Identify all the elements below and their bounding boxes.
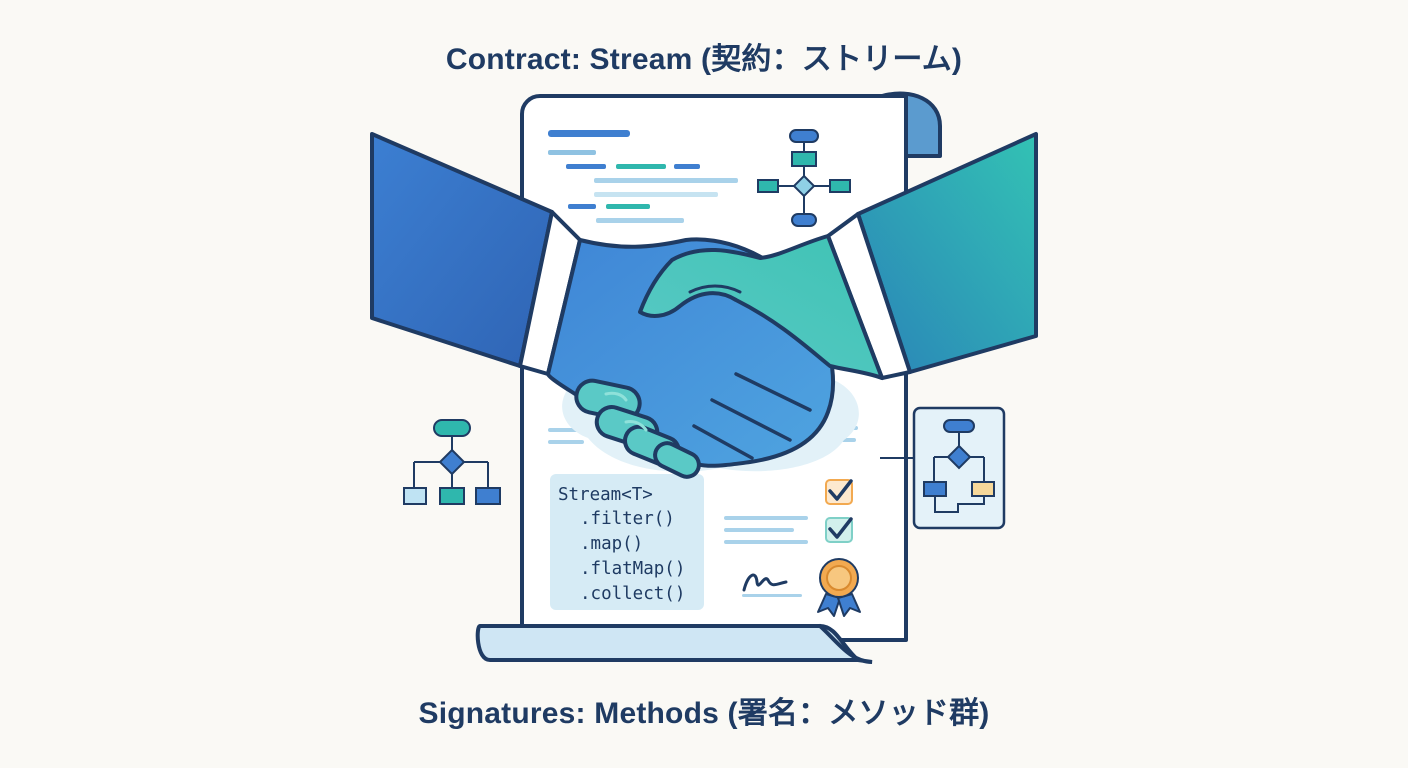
flowchart-icon [757, 129, 851, 227]
signature-icon [742, 573, 788, 592]
code-line: .filter() [580, 509, 675, 529]
code-line: .flatMap() [580, 559, 685, 579]
checkbox-checked-icon [825, 517, 853, 543]
checkbox-checked-icon [825, 479, 853, 505]
flowchart-icon [880, 406, 1006, 530]
document-text-lines [548, 130, 858, 444]
signatures-title: Signatures: Methods (署名：メソッド群) [418, 697, 990, 730]
handshake-icon [370, 132, 1038, 479]
contract-title: Contract: Stream (契約：ストリーム) [445, 43, 963, 76]
handshake-fingers [574, 378, 701, 479]
award-seal-icon [817, 558, 861, 617]
flowchart-icon [403, 419, 501, 505]
code-box: Stream<T> .filter() .map() .flatMap() .c… [550, 474, 704, 610]
code-line: Stream<T> [558, 485, 653, 505]
code-line: .map() [580, 534, 643, 554]
code-line: .collect() [580, 584, 685, 604]
